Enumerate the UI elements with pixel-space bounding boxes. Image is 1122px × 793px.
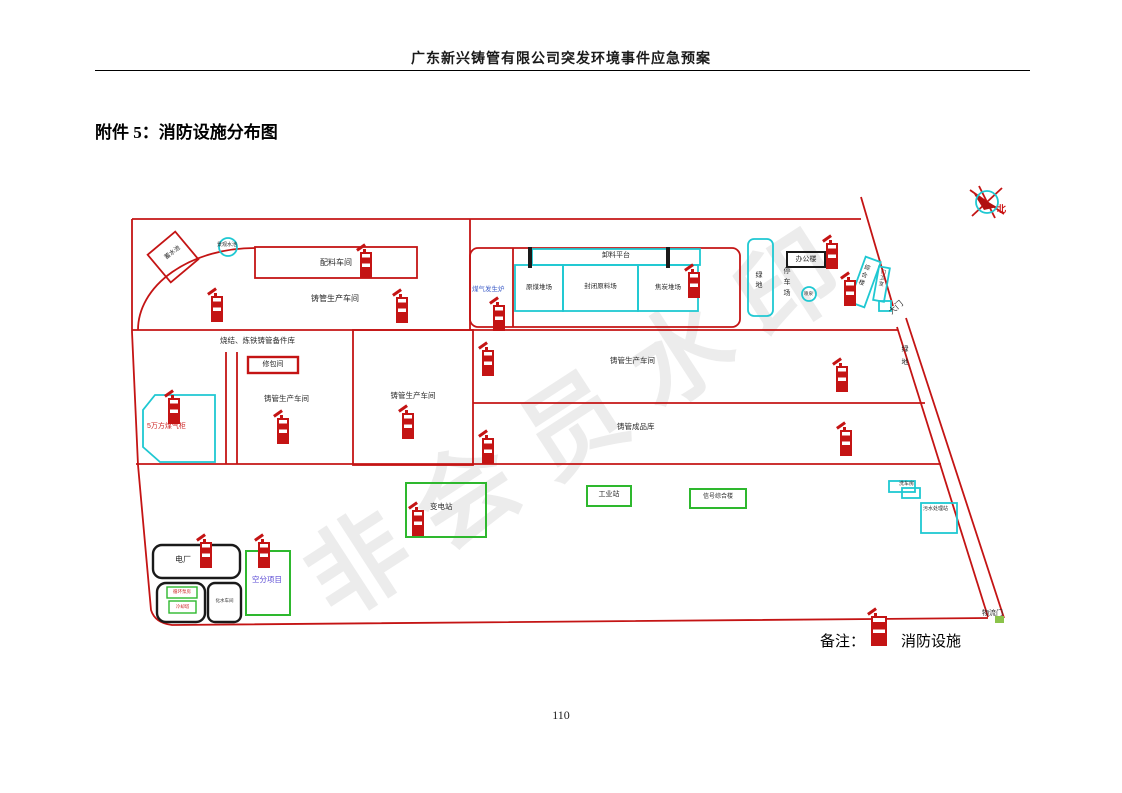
fire-extinguisher-icon [688, 269, 700, 298]
legend-note-label: 备注： [820, 634, 866, 650]
fire-extinguisher-icon [412, 507, 424, 536]
label-green-space-1: 绿地 [755, 271, 763, 291]
label-signal-building: 信号综合楼 [702, 494, 733, 500]
compass-arrow [974, 194, 997, 210]
label-coke-yard: 焦炭堆场 [655, 284, 681, 291]
label-finished-products-warehouse: 铸管成品库 [617, 422, 655, 431]
fire-extinguisher-icon [482, 347, 494, 376]
label-pipe-workshop-top: 铸管生产车间 [311, 294, 359, 303]
fire-extinguisher-icon [258, 539, 270, 568]
label-unloading-platform: 卸料平台 [602, 252, 630, 259]
label-raw-coal-yard: 原煤堆场 [526, 284, 552, 291]
label-power-plant: 电厂 [175, 555, 191, 564]
fire-extinguisher-icon [211, 293, 223, 322]
label-industrial-station: 工业站 [598, 491, 620, 498]
fire-extinguisher-icon [402, 410, 414, 439]
label-fountain: 喷泉 [804, 291, 813, 296]
fire-extinguisher-icon [200, 539, 212, 568]
fire-extinguisher-icon [482, 435, 494, 464]
label-substation: 变电站 [430, 502, 453, 511]
fire-extinguisher-icon [826, 240, 838, 269]
label-cooling-tower: 冷却塔 [175, 604, 190, 609]
label-sewage-treatment: 污水处理站 [923, 506, 949, 512]
label-repair-room: 修包间 [262, 361, 284, 368]
fire-extinguisher-icon [836, 363, 848, 392]
label-spare-parts-warehouse: 烧结、炼铁铸管备件库 [220, 336, 295, 345]
header-rule [95, 70, 1030, 71]
label-office-building: 办公楼 [795, 256, 817, 263]
label-enclosed-material-yard: 封闭原料场 [584, 283, 617, 290]
attachment-title: 附件 5：消防设施分布图 [95, 123, 278, 142]
label-air-separation: 空分项目 [252, 575, 282, 584]
label-pipe-workshop-right: 铸管生产车间 [610, 356, 655, 365]
label-batching-workshop: 配料车间 [320, 258, 352, 267]
fire-extinguisher-icon [396, 294, 408, 323]
label-water-treatment: 化水车间 [215, 598, 234, 603]
gate-marker [995, 616, 1004, 623]
label-landscape-pool: 景观水池 [217, 242, 238, 248]
fire-extinguisher-icon [360, 249, 372, 278]
compass-north-label: 北 [997, 204, 1007, 214]
legend-fire-extinguisher-icon [871, 613, 887, 646]
label-pipe-workshop-mid: 铸管生产车间 [390, 391, 436, 400]
legend-item-label: 消防设施 [901, 634, 962, 650]
label-gas-generator: 煤气发生炉 [472, 286, 505, 293]
fire-extinguisher-icon [840, 427, 852, 456]
fire-extinguisher-icon [168, 395, 180, 424]
fire-extinguisher-icon [277, 415, 289, 444]
label-parking-lot: 停车场 [783, 267, 791, 300]
label-pipe-workshop-left: 铸管生产车间 [264, 394, 309, 403]
fire-extinguisher-icon [844, 277, 856, 306]
label-gas-holder: 5万方煤气柜 [147, 423, 186, 430]
label-logistics-gate: 物流门 [982, 610, 1003, 617]
label-car-wash: 洗车房 [899, 481, 915, 487]
label-green-space-2: 绿地 [901, 345, 909, 371]
fire-extinguisher-icon [493, 302, 505, 331]
page-number: 110 [552, 708, 570, 722]
label-circulation-pump: 循环泵房 [173, 589, 191, 594]
doc-header-title: 广东新兴铸管有限公司突发环境事件应急预案 [411, 52, 711, 67]
